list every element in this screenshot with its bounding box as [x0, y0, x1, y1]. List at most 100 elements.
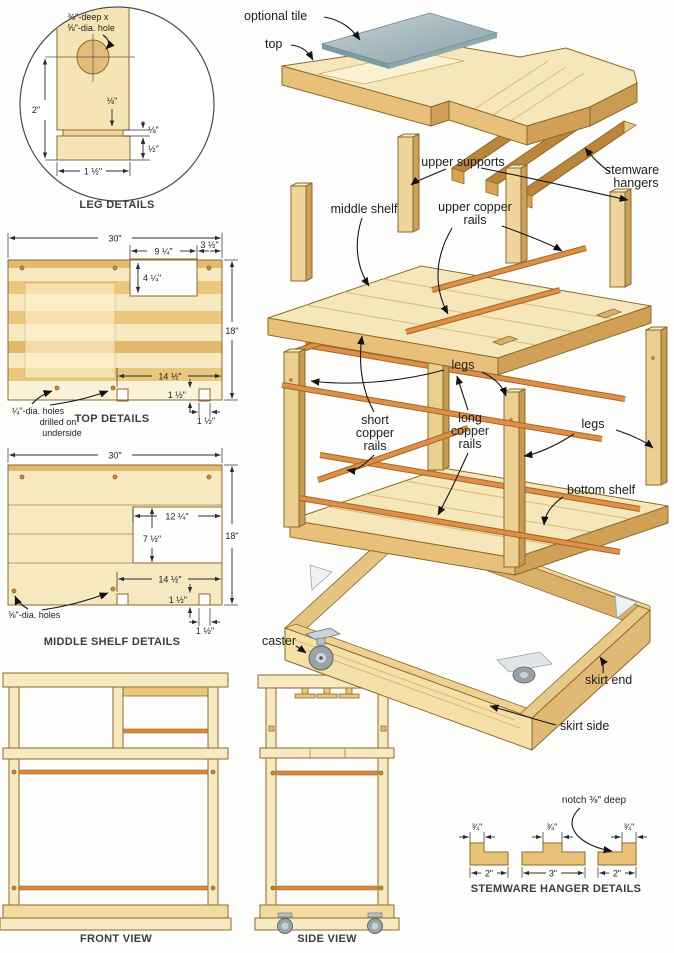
stemware-details-panel: ¾" ¾" ¾" 2" 3" 2" notch ⅜" deep STEMWARE… — [459, 795, 647, 895]
front-view-panel: FRONT VIEW — [0, 672, 232, 945]
corner-brace — [309, 564, 333, 591]
shelf-hole — [19, 474, 25, 480]
fv-leg — [207, 758, 219, 908]
fv-base — [0, 917, 232, 931]
label-optional-tile: optional tile — [244, 9, 307, 23]
upper-support-post — [609, 188, 632, 288]
label-stemware-hangers-2: hangers — [613, 176, 658, 190]
label-short-copper-rails-3: rails — [364, 439, 387, 453]
shelf-dim-cut-depth: 7 ½" — [143, 534, 161, 544]
hanger-dim-w2: 3" — [549, 869, 557, 879]
hanger-dim-tab: ¾" — [472, 822, 483, 832]
sv-leg — [377, 687, 389, 908]
sv-stemware-hangers — [294, 687, 360, 699]
middle-shelf-3d — [267, 265, 652, 376]
top-leg-notch-left — [116, 388, 129, 402]
top-dim-leg-notch-depth: 1 ½" — [168, 390, 186, 400]
middle-shelf-caption: MIDDLE SHELF DETAILS — [44, 636, 181, 648]
label-long-copper-rails-3: rails — [459, 437, 482, 451]
label-long-copper-rails-2: copper — [451, 424, 489, 438]
label-long-copper-rails-1: long — [458, 411, 482, 425]
shelf-dim-leg-notch-depth: 1 ½" — [169, 595, 187, 605]
leg-dim-step: ⅛" — [148, 125, 159, 135]
upper-support-post — [290, 182, 313, 282]
dowel-hole — [110, 385, 116, 391]
inner-caster — [496, 651, 553, 684]
top-dim-notch-width: 9 ¼" — [154, 247, 172, 257]
dowel-hole — [112, 265, 118, 271]
shelf-holes-note: ⅝"-dia. holes — [8, 610, 61, 620]
dowel-hole — [206, 265, 212, 271]
sv-short-rail — [275, 885, 379, 891]
label-middle-shelf: middle shelf — [331, 202, 398, 216]
shelf-hole — [11, 588, 17, 594]
corner-brace — [614, 594, 638, 619]
top-holes-note-3: underside — [42, 428, 82, 438]
hanger-dim-w1: 2" — [485, 869, 493, 879]
top-holes-note-2: drilled on — [40, 417, 77, 427]
shelf-dim-span: 14 ½" — [158, 575, 181, 585]
label-upper-supports: upper supports — [421, 155, 504, 169]
leg-details-panel: ⅜"-deep x ⅝"-dia. hole 2" ⅛" ⅛" ½" 1 ½" … — [19, 6, 215, 211]
fv-long-rail — [18, 885, 209, 891]
shelf-dim-width: 30" — [108, 451, 121, 461]
label-upper-copper-rails-2: rails — [464, 213, 487, 227]
leg-dim-offset: ⅛" — [107, 96, 118, 106]
top-notch — [129, 258, 198, 297]
tile-recess — [24, 282, 116, 379]
dowel-hole — [54, 385, 60, 391]
sv-caster — [367, 912, 383, 934]
long-copper-rail — [304, 343, 626, 401]
label-legs-b: legs — [582, 417, 605, 431]
label-skirt-end: skirt end — [585, 673, 632, 687]
shelf-hole — [110, 586, 116, 592]
leg-post — [645, 326, 668, 486]
leg-foot — [56, 135, 131, 161]
leg-mortise-mark — [595, 308, 623, 319]
bottom-shelf — [289, 467, 669, 576]
leg-post — [503, 388, 526, 568]
middle-shelf-details-panel: 30" 12 ¼" 7 ½" 18" 14 ½" 1 ½" 1 ½" ⅝"-di… — [7, 448, 239, 648]
leg-post — [283, 348, 306, 528]
exploded-view: optional tile top upper supports stemwar… — [244, 9, 669, 752]
skirt-end-board — [531, 608, 651, 752]
fv-skirt — [2, 904, 229, 919]
side-view-panel: SIDE VIEW — [254, 674, 400, 945]
top-board-3d — [281, 42, 638, 146]
top-board — [7, 258, 223, 402]
hanger-dim-tab: ¾" — [624, 822, 635, 832]
fv-top — [2, 672, 229, 688]
label-short-copper-rails-1: short — [361, 413, 389, 427]
hanger-notch-note: notch ⅜" deep — [562, 795, 627, 806]
leg-mortise-mark — [491, 335, 519, 346]
fv-leg — [8, 758, 20, 908]
top-dim-notch-right: 3 ½" — [200, 240, 218, 250]
label-legs-a: legs — [452, 358, 475, 372]
top-details-panel: 30" 9 ¼" 3 ½" 4 ¼" 18" 14 ½" 1 ½" 1 ½" ¼… — [7, 233, 239, 438]
side-view-caption: SIDE VIEW — [297, 933, 357, 945]
leg-dim-height: 2" — [32, 105, 40, 115]
hanger-profile-center — [521, 842, 586, 866]
upper-copper-rail — [405, 288, 561, 334]
shelf-hole — [112, 474, 118, 480]
label-skirt-side: skirt side — [560, 719, 609, 733]
upper-copper-rail — [431, 246, 587, 292]
shelf-hole — [206, 474, 212, 480]
shelf-leg-notch-right — [198, 593, 211, 606]
top-dim-span: 14 ½" — [158, 372, 181, 382]
sv-short-rail — [275, 770, 379, 776]
optional-tile — [320, 12, 499, 69]
fv-middle-shelf — [2, 747, 229, 760]
hanger-dim-w3: 2" — [613, 869, 621, 879]
hanger-dim-tab: ¾" — [547, 822, 558, 832]
long-copper-rail — [299, 496, 621, 554]
top-dim-leg-notch-width: 1 ½" — [197, 416, 215, 426]
shelf-dim-leg-notch-width: 1 ½" — [196, 626, 214, 636]
middle-shelf-board — [7, 464, 223, 606]
top-details-caption: TOP DETAILS — [75, 413, 150, 425]
leg-details-caption: LEG DETAILS — [79, 199, 154, 211]
leg-dim-foot: ½" — [148, 144, 159, 154]
leg-hole-note-line1: ⅜"-deep x — [68, 12, 109, 22]
